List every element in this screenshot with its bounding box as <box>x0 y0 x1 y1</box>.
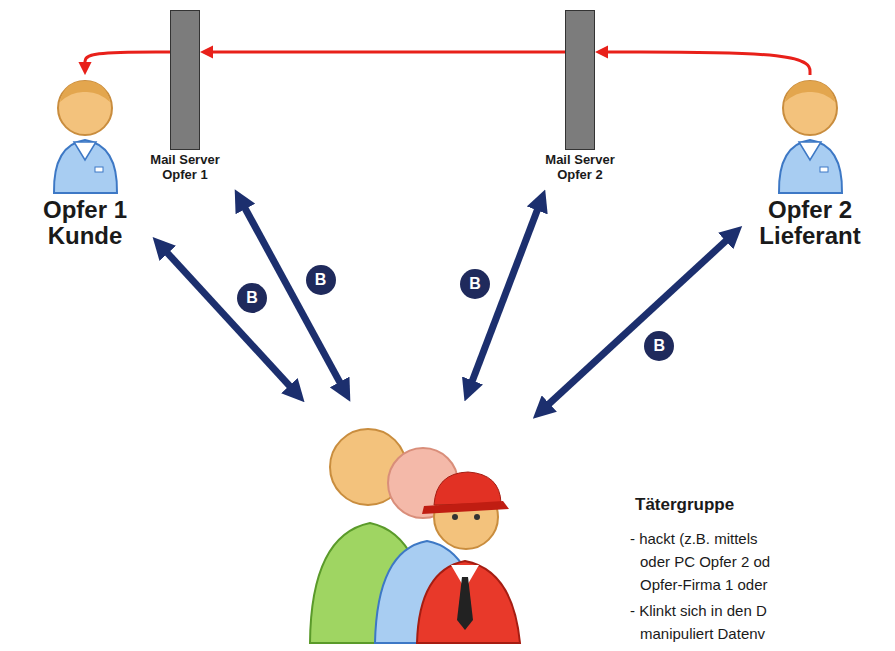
server-rack <box>565 10 595 150</box>
callout-badge: B <box>306 265 336 295</box>
attack-arrow <box>166 252 291 388</box>
node-label: Mail Server Opfer 2 <box>530 150 630 186</box>
attacker-group: Tätergruppe <box>305 405 530 645</box>
mail-server: Mail Server Opfer 1 <box>135 10 235 186</box>
node-label: Opfer 2 Lieferant <box>745 195 875 252</box>
note-text: - hackt (z.B. mittels <box>630 530 758 548</box>
node-label: Mail Server Opfer 1 <box>135 150 235 186</box>
note-text: manipuliert Datenv <box>640 625 765 643</box>
note-text: - Klinkt sich in den D <box>630 602 767 620</box>
attacker-icons <box>305 405 530 645</box>
person-icon <box>773 75 848 195</box>
mail-flow-arrow <box>85 52 170 63</box>
note-text: Opfer-Firma 1 oder <box>640 576 768 594</box>
victim-person: Opfer 2 Lieferant <box>745 75 875 252</box>
mail-server: Mail Server Opfer 2 <box>530 10 630 186</box>
victim-person: Opfer 1 Kunde <box>20 75 150 252</box>
mail-flow-arrow <box>607 52 810 75</box>
mail-flow-arrow <box>212 51 565 54</box>
callout-badge: B <box>644 331 674 361</box>
note-text: oder PC Opfer 2 od <box>640 553 770 571</box>
group-label: Tätergruppe <box>635 495 734 515</box>
attack-arrow <box>548 240 728 406</box>
server-rack <box>170 10 200 150</box>
node-label: Opfer 1 Kunde <box>20 195 150 252</box>
callout-badge: B <box>460 269 490 299</box>
callout-badge: B <box>237 283 267 313</box>
person-icon <box>48 75 123 195</box>
